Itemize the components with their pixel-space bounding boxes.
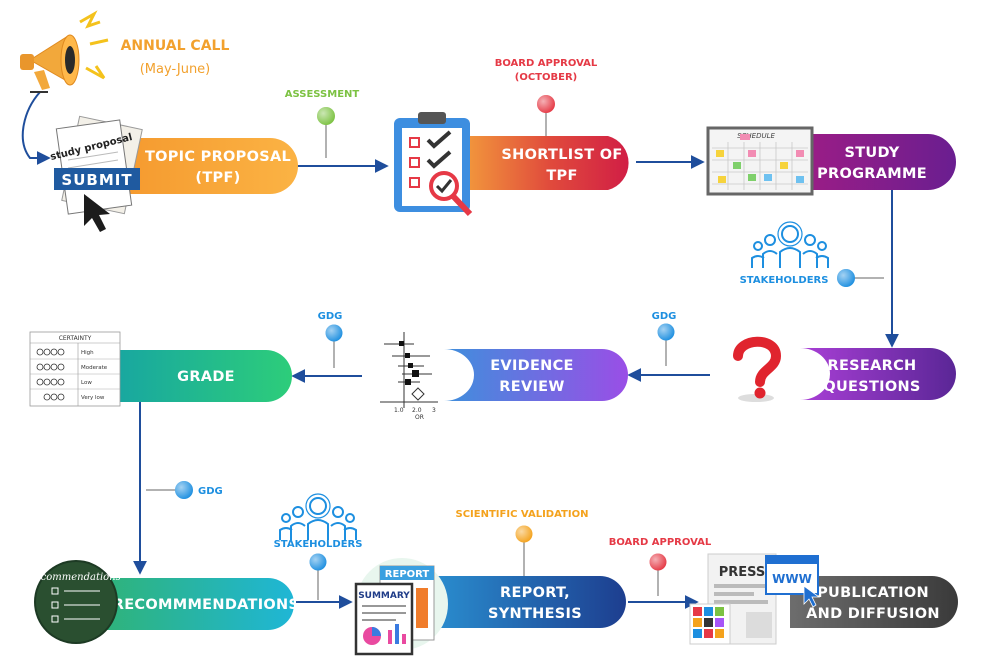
step-label: QUESTIONS — [823, 379, 920, 395]
svg-text:BOARD APPROVAL: BOARD APPROVAL — [495, 58, 598, 69]
schedule-label: SCHEDULE — [737, 132, 775, 140]
step-label: GRADE — [177, 369, 235, 385]
svg-text:GDG: GDG — [318, 311, 343, 322]
chalkboard-label: Recommendations — [26, 572, 121, 583]
step-label: PUBLICATION — [817, 585, 929, 601]
annual-call-title: ANNUAL CALL — [121, 38, 230, 54]
step-research-questions: RESEARCH QUESTIONS — [800, 348, 956, 400]
annual-call-period: (May-June) — [140, 62, 211, 77]
step-label: EVIDENCE — [490, 358, 574, 374]
step-topic-proposal: TOPIC PROPOSAL (TPF) — [124, 138, 298, 194]
step-label: TOPIC PROPOSAL — [145, 149, 291, 165]
step-shortlist: SHORTLIST OF TPF — [456, 136, 629, 190]
svg-text:OR: OR — [415, 414, 424, 421]
submit-proposal-icon: study proposal SUBMIT — [49, 115, 143, 232]
pin-board-approval-october: BOARD APPROVAL (OCTOBER) — [495, 58, 598, 136]
step-grade: GRADE — [118, 350, 292, 402]
press-web-icon: PRESS WWW — [689, 553, 821, 645]
svg-text:STAKEHOLDERS: STAKEHOLDERS — [740, 275, 829, 286]
step-evidence-review: EVIDENCE REVIEW — [444, 349, 628, 401]
summary-label: SUMMARY — [358, 591, 410, 601]
pin-scientific-validation: SCIENTIFIC VALIDATION — [456, 509, 589, 576]
step-label: AND DIFFUSION — [806, 606, 940, 622]
svg-text:Very low: Very low — [81, 395, 105, 401]
svg-text:1.0: 1.0 — [394, 407, 404, 414]
pin-assessment: ASSESSMENT — [285, 89, 360, 158]
report-label: REPORT — [385, 569, 430, 580]
step-label: TPF — [546, 168, 577, 184]
svg-text:(OCTOBER): (OCTOBER) — [515, 72, 577, 83]
step-label: REVIEW — [499, 379, 564, 395]
step-publication: PUBLICATION AND DIFFUSION — [790, 576, 958, 628]
pin-stakeholders-2: STAKEHOLDERS — [274, 539, 363, 600]
report-icon: REPORT SUMMARY — [354, 558, 448, 656]
step-study-programme: STUDY PROGRAMME — [806, 134, 956, 190]
step-label: SYNTHESIS — [488, 606, 582, 622]
connector-call-to-proposal — [21, 91, 51, 165]
svg-text:CERTAINTY: CERTAINTY — [59, 335, 92, 342]
svg-text:3: 3 — [432, 407, 436, 414]
svg-text:High: High — [81, 350, 94, 356]
pin-board-approval: BOARD APPROVAL — [609, 537, 712, 596]
pin-gdg-2: GDG — [318, 311, 343, 368]
press-label: PRESS — [719, 565, 766, 580]
step-recommendations: RECOMMMENDATIONS — [104, 578, 299, 630]
step-label: PROGRAMME — [817, 166, 927, 182]
svg-text:BOARD APPROVAL: BOARD APPROVAL — [609, 537, 712, 548]
clipboard-check-icon — [394, 112, 473, 217]
pin-gdg-3: GDG — [146, 481, 223, 499]
certainty-table-icon: CERTAINTY High Moderate Low Very low — [29, 331, 121, 407]
question-mark-icon — [733, 336, 782, 402]
megaphone-icon — [20, 10, 109, 93]
submit-label: SUBMIT — [61, 171, 132, 189]
people-group-icon — [279, 493, 357, 540]
connectors — [21, 91, 899, 609]
svg-text:STAKEHOLDERS: STAKEHOLDERS — [274, 539, 363, 550]
svg-text:Low: Low — [81, 380, 92, 386]
step-label: SHORTLIST OF — [501, 147, 622, 163]
step-label: RECOMMMENDATIONS — [113, 597, 300, 613]
forest-plot-icon: 1.0 2.0 3 OR — [380, 332, 438, 421]
chalkboard-icon: Recommendations — [26, 560, 121, 644]
step-report-synthesis: REPORT, SYNTHESIS — [430, 576, 626, 628]
step-label: (TPF) — [195, 170, 240, 186]
svg-text:GDG: GDG — [198, 486, 223, 497]
svg-text:ASSESSMENT: ASSESSMENT — [285, 89, 360, 100]
svg-text:Moderate: Moderate — [81, 365, 108, 371]
svg-text:SCIENTIFIC VALIDATION: SCIENTIFIC VALIDATION — [456, 509, 589, 520]
step-label: REPORT, — [500, 585, 570, 601]
pin-gdg-1: GDG — [652, 311, 677, 366]
people-group-icon — [751, 221, 829, 268]
pin-stakeholders-1: STAKEHOLDERS — [740, 269, 884, 287]
step-label: RESEARCH — [828, 358, 917, 374]
calendar-board-icon: SCHEDULE — [706, 126, 814, 196]
svg-text:2.0: 2.0 — [412, 407, 422, 414]
svg-text:GDG: GDG — [652, 311, 677, 322]
www-label: WWW — [772, 572, 812, 586]
step-label: STUDY — [844, 145, 899, 161]
